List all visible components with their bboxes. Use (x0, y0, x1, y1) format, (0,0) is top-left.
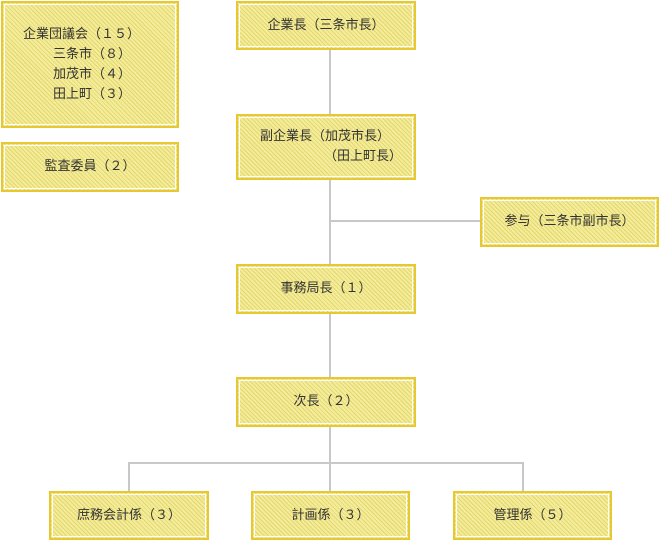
assembly-member-kamo: 加茂市（４） (53, 66, 132, 82)
vice-head-label-1: 副企業長（加茂市長） (260, 129, 391, 144)
deputy-label: 次長（２） (293, 394, 359, 409)
auditors-box: 監査委員（２） (1, 142, 179, 192)
connector-section-left (128, 462, 130, 491)
head-box: 企業長（三条市長） (236, 1, 416, 50)
secretary-general-box: 事務局長（１） (236, 264, 416, 314)
section-general-accounting-label: 庶務会計係（３） (76, 507, 181, 523)
auditors-label: 監査委員（２） (44, 159, 136, 174)
connector-vice-secretary (329, 179, 331, 264)
deputy-box: 次長（２） (236, 377, 416, 427)
section-general-accounting-box: 庶務会計係（３） (49, 491, 209, 540)
assembly-box: 企業団議会（１５） 三条市（８） 加茂市（４） 田上町（３） (1, 1, 179, 128)
counselor-box: 参与（三条市副市長） (480, 197, 659, 247)
assembly-member-tagami: 田上町（３） (53, 86, 132, 102)
assembly-title: 企業団議会（１５） (23, 26, 141, 42)
connector-sections-bar (128, 462, 524, 464)
secretary-general-label: 事務局長（１） (280, 281, 372, 296)
head-label: 企業長（三条市長） (267, 17, 385, 33)
vice-head-box: 副企業長（加茂市長） （田上町長） (236, 114, 416, 180)
section-management-label: 管理係（５） (493, 507, 572, 523)
counselor-label: 参与（三条市副市長） (504, 214, 635, 229)
connector-deputy-sections (329, 426, 331, 491)
section-planning-label: 計画係（３） (291, 507, 370, 523)
connector-secretary-deputy (329, 313, 331, 377)
connector-counselor (331, 220, 480, 222)
section-planning-box: 計画係（３） (251, 491, 410, 540)
connector-section-right (522, 462, 524, 491)
connector-head-vice (329, 49, 331, 114)
section-management-box: 管理係（５） (453, 491, 612, 540)
assembly-member-sanjo: 三条市（８） (53, 46, 132, 62)
vice-head-label-2: （田上町長） (324, 149, 403, 164)
